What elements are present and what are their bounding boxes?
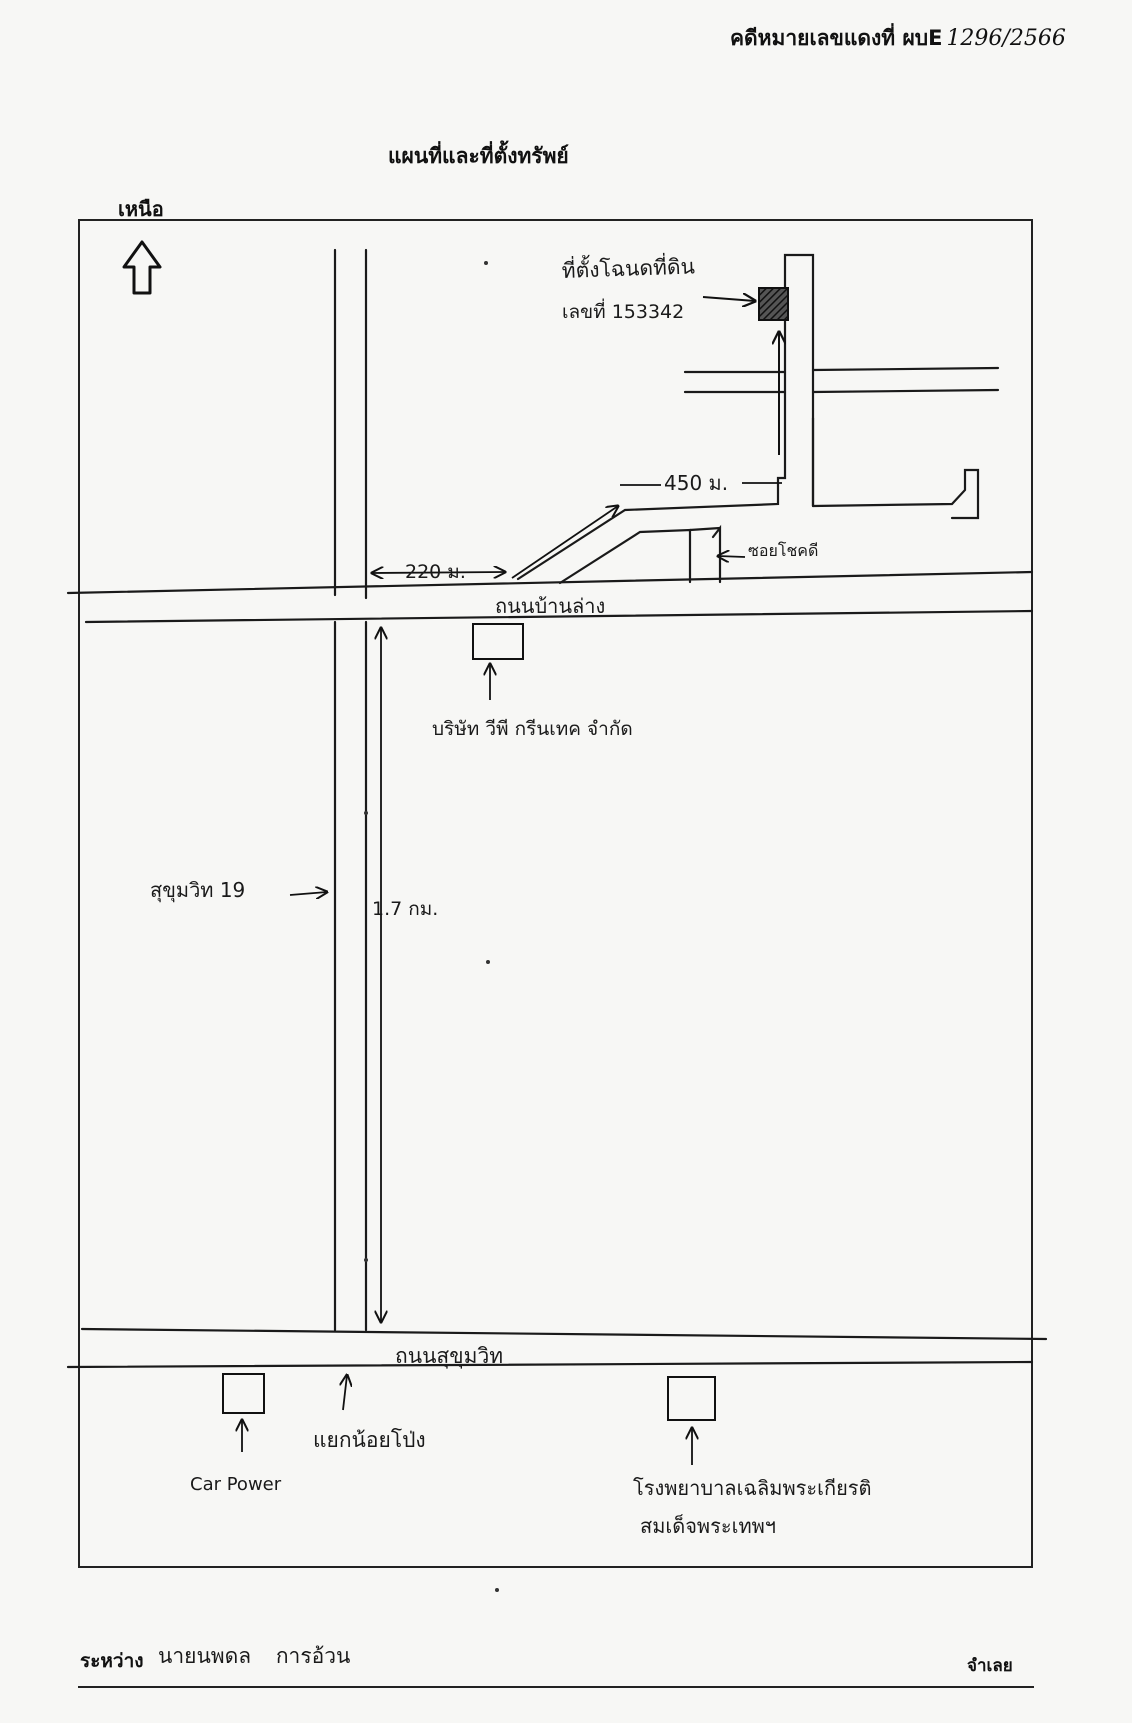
intersection-label: แยกน้อยโป่ง: [313, 1428, 426, 1452]
road-ban-lang: [66, 570, 1034, 624]
scan-speck: [364, 811, 368, 815]
map-title: แผนที่และที่ตั้งทรัพย์: [388, 144, 569, 168]
soi-chokdee-arrow: [718, 556, 746, 557]
case-number-value: 1296/2566: [946, 26, 1066, 51]
north-label: เหนือ: [118, 197, 164, 221]
target-label-line1: ที่ตั้งโฉนดที่ดิน: [561, 251, 695, 283]
road-sukhumvit-19: [333, 248, 368, 1332]
road-sukhumvit: [66, 1327, 1048, 1369]
company-building: [472, 623, 524, 660]
company-label: บริษัท วีพี กรีนเทค จำกัด: [432, 718, 633, 740]
target-label-arrow: [702, 297, 755, 301]
footer-rule: [78, 1686, 1034, 1688]
soi-chokdee-label: ซอยโชคดี: [748, 541, 818, 560]
scan-speck: [486, 960, 490, 964]
distance-17km-label: 1.7 กม.: [372, 898, 438, 920]
ban-lang-road-label: ถนนบ้านล่าง: [495, 594, 605, 618]
footer-between-label: ระหว่าง: [80, 1650, 144, 1672]
scan-speck: [495, 1588, 499, 1592]
scan-speck: [484, 261, 488, 265]
dim-220-arrow: [372, 572, 505, 573]
hospital-label-line2: สมเด็จพระเทพฯ: [640, 1513, 776, 1538]
sukhumvit19-label: สุขุมวิท 19: [150, 878, 245, 903]
sukhumvit19-label-arrow: [289, 892, 327, 895]
sukhumvit-road-label: ถนนสุขุมวิท: [395, 1344, 503, 1369]
north-arrow-icon: [122, 240, 162, 295]
distance-450-label: 450 ม.: [664, 471, 728, 495]
road-soi-chokdee: [688, 526, 722, 532]
case-number-label: คดีหมายเลขแดงที่ ผบE: [730, 26, 943, 50]
car-power-label: Car Power: [190, 1474, 282, 1495]
footer-parties: นายนพดล การอ้วน: [158, 1644, 351, 1668]
hospital-building: [667, 1376, 716, 1421]
map-frame: [78, 219, 1033, 1568]
hospital-label-line1: โรงพยาบาลเฉลิมพระเกียรติ: [633, 1476, 872, 1500]
target-label-line2: เลขที่ 153342: [562, 298, 684, 323]
footer-defendant-label: จำเลย: [967, 1656, 1013, 1676]
intersection-arrow: [343, 1375, 347, 1411]
distance-220-label: 220 ม.: [405, 561, 466, 583]
dim-diagonal-arrow: [511, 506, 618, 579]
scan-speck: [364, 1258, 368, 1262]
target-property-marker: [758, 287, 789, 321]
road-right-branches: [683, 366, 1000, 520]
car-power-building: [222, 1373, 265, 1414]
